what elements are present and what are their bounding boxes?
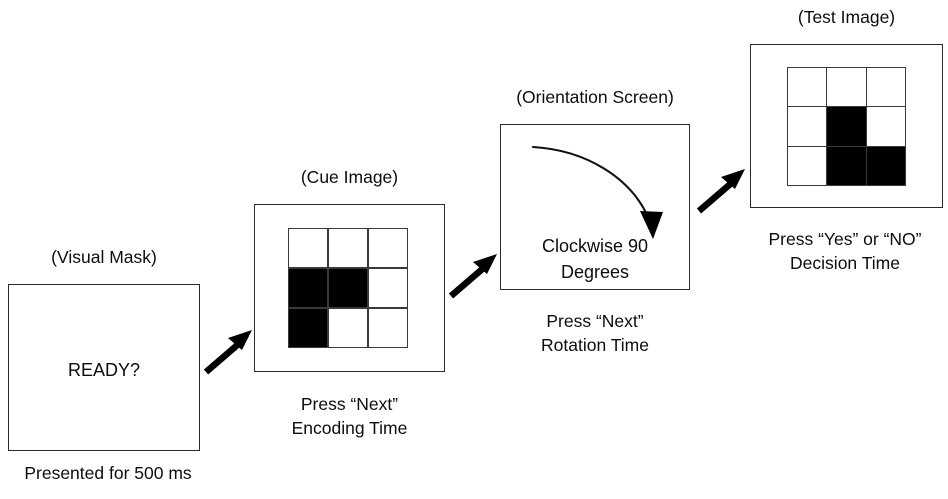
cue-cell-r3c2 bbox=[328, 308, 368, 347]
cue-cell-r1c2 bbox=[328, 229, 368, 268]
cue-cell-r1c3 bbox=[368, 229, 407, 268]
cue-cell-r3c3 bbox=[368, 308, 407, 347]
arrow-cue-to-orientation-icon bbox=[448, 254, 497, 299]
test-cell-r3c2 bbox=[827, 146, 866, 185]
orientation-screen-text: Clockwise 90 Degrees bbox=[541, 236, 649, 283]
visual-mask-panel bbox=[8, 284, 200, 451]
clockwise-curved-arrow-icon bbox=[531, 145, 663, 239]
orientation-screen-title: (Orientation Screen) bbox=[516, 87, 674, 107]
cue-cell-r2c3 bbox=[368, 268, 407, 308]
cue-cell-r1c1 bbox=[289, 229, 328, 268]
orientation-screen-panel bbox=[500, 124, 690, 290]
test-cell-r1c1 bbox=[788, 68, 827, 107]
test-cell-r1c3 bbox=[866, 68, 905, 107]
test-cell-r3c1 bbox=[788, 146, 827, 185]
cue-cell-r2c2 bbox=[328, 268, 368, 308]
arrow-orientation-to-test-icon bbox=[696, 169, 745, 214]
arrow-mask-to-cue-icon bbox=[203, 330, 252, 375]
orientation-screen-caption: Press “Next” Rotation Time bbox=[541, 311, 649, 355]
test-cell-r1c2 bbox=[827, 68, 866, 107]
test-cell-r3c3 bbox=[866, 146, 905, 185]
test-image-title: (Test Image) bbox=[797, 7, 896, 27]
cue-cell-r2c1 bbox=[289, 268, 328, 308]
cue-cell-r3c1 bbox=[289, 308, 328, 347]
visual-mask-title: (Visual Mask) bbox=[51, 247, 157, 267]
test-cell-r2c1 bbox=[788, 107, 827, 146]
test-cell-r2c2 bbox=[827, 107, 866, 146]
visual-mask-caption: Presented for 500 ms bbox=[24, 463, 192, 483]
cue-image-title: (Cue Image) bbox=[300, 167, 399, 187]
test-image-caption: Press “Yes” or “NO” Decision Time bbox=[768, 229, 922, 273]
test-cell-r2c3 bbox=[866, 107, 905, 146]
cue-image-grid bbox=[288, 228, 408, 348]
cue-image-caption: Press “Next” Encoding Time bbox=[291, 394, 408, 438]
test-image-grid bbox=[787, 67, 906, 186]
visual-mask-screen-text: READY? bbox=[67, 360, 141, 380]
